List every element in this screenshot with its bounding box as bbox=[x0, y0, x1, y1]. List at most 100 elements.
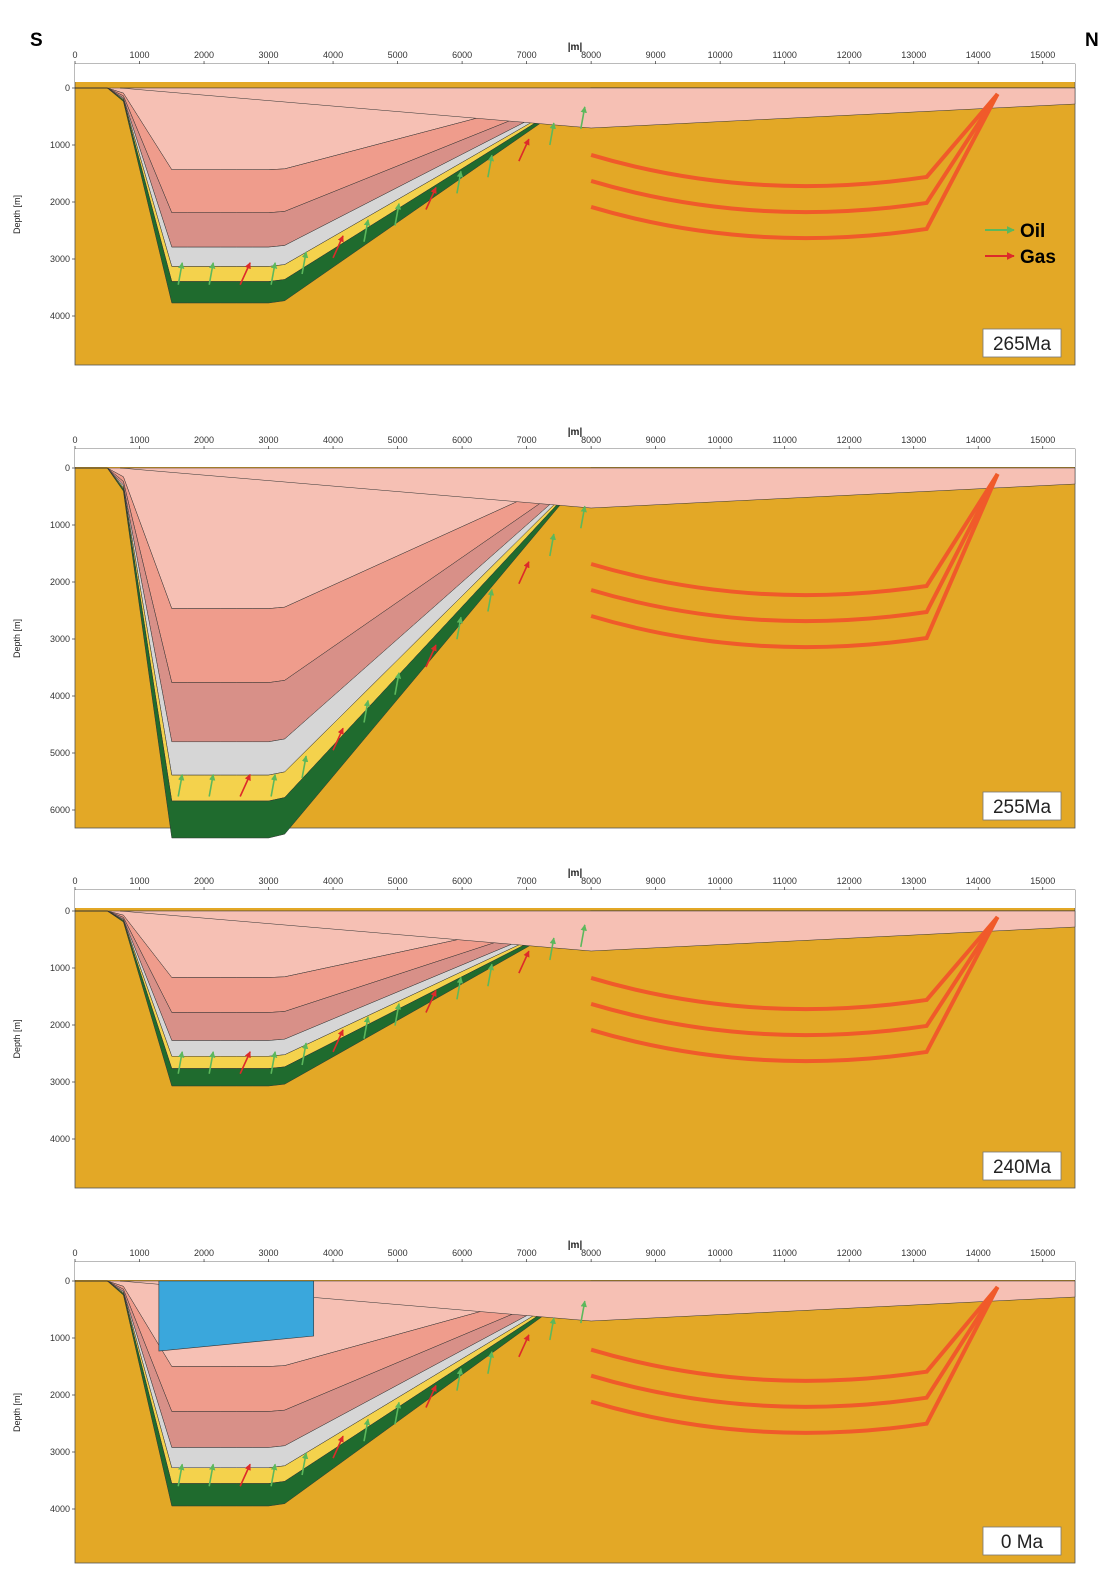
oil-migration-arrow bbox=[580, 924, 587, 948]
depth-tick-label: 3000 bbox=[50, 1447, 70, 1457]
x-tick-label: 6000 bbox=[452, 435, 472, 445]
x-tick-label: 12000 bbox=[837, 435, 862, 445]
oil-migration-arrow bbox=[549, 937, 556, 961]
x-tick-label: 2000 bbox=[194, 50, 214, 60]
depth-tick-label: 1000 bbox=[50, 963, 70, 973]
oil-migration-arrow bbox=[363, 219, 371, 242]
x-tick-label: 1000 bbox=[130, 50, 150, 60]
gas-migration-arrow bbox=[425, 186, 437, 210]
depth-tick-label: 4000 bbox=[50, 691, 70, 701]
source-rock-band bbox=[590, 92, 1000, 215]
oil-migration-arrow bbox=[301, 251, 309, 275]
depth-tick-label: 2000 bbox=[50, 1020, 70, 1030]
age-label-box bbox=[982, 1526, 1062, 1556]
depth-tick-label: 0 bbox=[65, 463, 70, 473]
oil-migration-arrow bbox=[580, 505, 587, 529]
x-tick-label: 9000 bbox=[646, 435, 666, 445]
x-tick-label: 13000 bbox=[901, 876, 926, 886]
x-tick-label: 13000 bbox=[901, 50, 926, 60]
depth-tick-label: 0 bbox=[65, 1276, 70, 1286]
oil-migration-arrow bbox=[363, 1418, 371, 1442]
strata-layer-6 bbox=[75, 910, 1075, 1087]
x-tick-label: 12000 bbox=[837, 876, 862, 886]
x-tick-label: 12000 bbox=[837, 50, 862, 60]
oil-migration-arrow bbox=[208, 1051, 216, 1074]
legend: Oil Gas bbox=[985, 221, 1056, 268]
depth-tick-label: 3000 bbox=[50, 1077, 70, 1087]
sea-water-body bbox=[158, 1280, 315, 1352]
gas-migration-arrow bbox=[425, 1384, 437, 1408]
gas-migration-arrow bbox=[332, 1435, 344, 1459]
depth-tick-label: 3000 bbox=[50, 254, 70, 264]
x-tick-label: 10000 bbox=[708, 50, 733, 60]
oil-migration-arrow bbox=[208, 262, 216, 285]
oil-migration-arrow bbox=[394, 672, 402, 695]
oil-migration-arrow bbox=[270, 262, 278, 285]
gas-migration-arrow bbox=[332, 727, 344, 751]
x-tick-label: 3000 bbox=[259, 435, 279, 445]
x-tick-label: 9000 bbox=[646, 876, 666, 886]
age-label-box bbox=[982, 328, 1062, 358]
oil-migration-arrow bbox=[549, 122, 556, 146]
strata-layer-6 bbox=[75, 87, 1075, 304]
north-label: N bbox=[1085, 30, 1099, 51]
depth-tick-label: 3000 bbox=[50, 634, 70, 644]
distance-unit-label: |m| bbox=[568, 427, 583, 438]
surface-strip bbox=[75, 890, 1075, 908]
gas-migration-arrow bbox=[518, 561, 530, 585]
surface-strip bbox=[75, 64, 1075, 82]
x-tick-label: 14000 bbox=[966, 50, 991, 60]
oil-migration-arrow bbox=[177, 773, 185, 797]
depth-tick-label: 5000 bbox=[50, 748, 70, 758]
x-tick-label: 15000 bbox=[1030, 1248, 1055, 1258]
depth-axis-title: Depth [m] bbox=[12, 1393, 22, 1432]
x-tick-label: 8000 bbox=[581, 876, 601, 886]
oil-migration-arrow bbox=[456, 1367, 464, 1391]
source-rock-band bbox=[590, 1285, 1000, 1409]
oil-migration-arrow bbox=[394, 1002, 402, 1026]
northern-overburden bbox=[120, 1280, 1076, 1322]
depth-axis-title: Depth [m] bbox=[12, 195, 22, 234]
x-tick-label: 0 bbox=[72, 1248, 77, 1258]
x-tick-label: 6000 bbox=[452, 1248, 472, 1258]
x-tick-label: 0 bbox=[72, 50, 77, 60]
x-tick-label: 0 bbox=[72, 435, 77, 445]
gas-migration-arrow bbox=[425, 989, 437, 1013]
oil-migration-arrow bbox=[394, 202, 402, 226]
x-tick-label: 2000 bbox=[194, 435, 214, 445]
x-tick-label: 9000 bbox=[646, 1248, 666, 1258]
x-tick-label: 13000 bbox=[901, 435, 926, 445]
oil-migration-arrow bbox=[456, 616, 464, 640]
northern-overburden bbox=[120, 87, 1076, 129]
oil-migration-arrow bbox=[301, 755, 309, 779]
strata-layer-6 bbox=[75, 467, 1075, 839]
oil-migration-arrow bbox=[580, 1300, 587, 1324]
oil-migration-arrow bbox=[208, 773, 216, 797]
depth-tick-label: 0 bbox=[65, 906, 70, 916]
source-rock-band bbox=[590, 473, 1000, 624]
x-tick-label: 1000 bbox=[130, 876, 150, 886]
oil-migration-arrow bbox=[177, 1463, 185, 1487]
x-tick-label: 11000 bbox=[772, 50, 796, 60]
x-tick-label: 8000 bbox=[581, 435, 601, 445]
source-rock-band bbox=[590, 93, 1000, 241]
gas-migration-arrow bbox=[425, 644, 437, 668]
gas-migration-arrow bbox=[239, 773, 251, 797]
x-tick-label: 7000 bbox=[517, 435, 537, 445]
oil-migration-arrow bbox=[487, 1351, 495, 1374]
oil-migration-arrow bbox=[549, 533, 556, 557]
x-tick-label: 3000 bbox=[259, 1248, 279, 1258]
x-tick-label: 14000 bbox=[966, 435, 991, 445]
depth-tick-label: 2000 bbox=[50, 577, 70, 587]
x-tick-label: 14000 bbox=[966, 1248, 991, 1258]
oil-migration-arrow bbox=[177, 262, 185, 285]
distance-unit-label: |m| bbox=[568, 868, 583, 879]
depth-tick-label: 1000 bbox=[50, 140, 70, 150]
source-rock-band bbox=[590, 915, 1000, 1038]
x-tick-label: 8000 bbox=[581, 1248, 601, 1258]
depth-tick-label: 0 bbox=[65, 83, 70, 93]
